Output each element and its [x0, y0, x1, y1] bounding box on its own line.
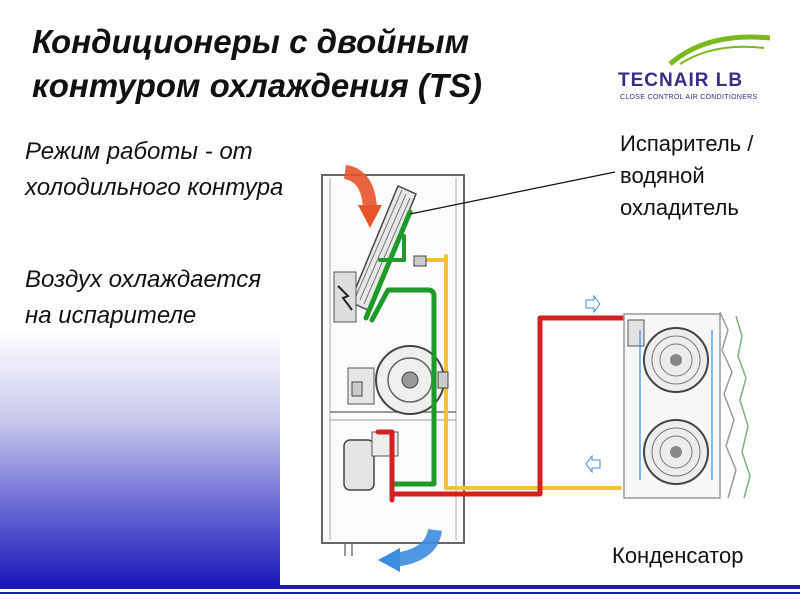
- evaporator-label: Испаритель / водяной охладитель: [620, 131, 754, 220]
- condenser-label: Конденсатор: [612, 543, 744, 568]
- logo-subtitle: CLOSE CONTROL AIR CONDITIONERS: [620, 94, 758, 101]
- gradient-panel: [0, 330, 280, 585]
- condenser-unit: [623, 311, 751, 499]
- air-text: Воздух охлаждается на испарителе: [25, 266, 262, 329]
- evaporator-coil: [349, 185, 417, 311]
- evaporator-leader-line: [409, 171, 616, 215]
- bottom-rule-thin: [0, 592, 800, 594]
- logo-swoosh-icon: [668, 34, 771, 66]
- mode-text: Режим работы - от холодильного контура: [25, 138, 284, 201]
- valves: [351, 255, 449, 397]
- company-logo: TECNAIR LB CLOSE CONTROL AIR CONDITIONER…: [612, 34, 782, 106]
- condenser-fan-bottom: [643, 419, 709, 485]
- condenser-fan-top: [643, 327, 709, 393]
- hot-air-inlet-arrow: [343, 165, 382, 228]
- logo-name: TECNAIR LB: [618, 70, 744, 91]
- electric-panel: [333, 271, 357, 323]
- cold-air-outlet-arrow: [378, 528, 442, 572]
- flow-arrows: [585, 294, 601, 474]
- bottom-rule: [0, 585, 800, 589]
- refrigeration-diagram: [321, 165, 751, 572]
- page-title: Кондиционеры с двойным контуром охлажден…: [32, 23, 483, 104]
